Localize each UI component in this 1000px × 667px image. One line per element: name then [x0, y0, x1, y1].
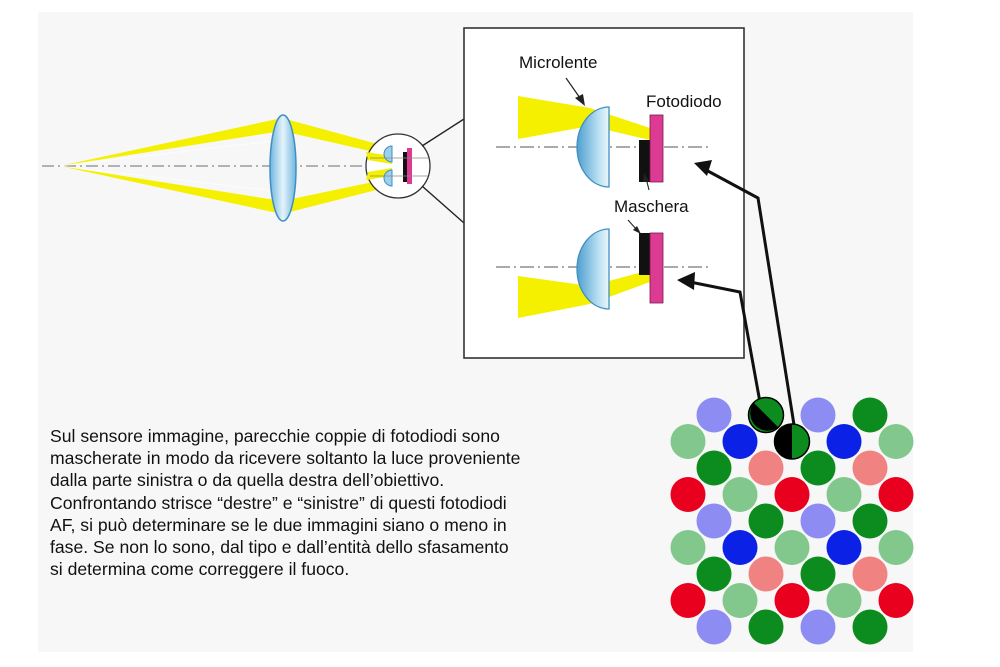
connector-lower — [421, 185, 465, 224]
sensor-pixel-pink — [748, 556, 784, 592]
light-beam-lower-converging — [282, 178, 392, 214]
sensor-pixel-green — [852, 397, 888, 433]
microlens-label: Microlente — [519, 53, 598, 72]
description-line: fase. Se non lo sono, dal tipo e dall’en… — [50, 537, 509, 558]
sensor-pixel-red — [774, 583, 810, 618]
optical-system — [42, 114, 465, 224]
sensor-pixel-green — [696, 556, 732, 592]
description-line: mascherate in modo da ricevere soltanto … — [50, 448, 521, 469]
sensor-pixel-blue — [722, 530, 758, 565]
light-beam-upper — [60, 118, 282, 166]
sensor-grid — [670, 396, 914, 645]
sensor-pixel-light-blue — [800, 609, 836, 645]
sensor-pixel-green — [696, 450, 732, 486]
microlens-lower — [576, 228, 610, 310]
sensor-pixel-green — [800, 556, 836, 592]
sensor-pixel-light-blue — [696, 397, 732, 433]
sensor-pixel-light-green — [722, 477, 758, 512]
detail-circle — [365, 133, 431, 199]
sensor-pixel-light-green — [722, 583, 758, 618]
sensor-pixel-green — [852, 609, 888, 645]
sensor-pixel-light-green — [826, 477, 862, 512]
af-pixel-mask — [750, 402, 779, 431]
photodiode-lower — [649, 232, 664, 304]
sensor-pixel-pink — [852, 450, 888, 486]
sensor-pixel-light-green — [826, 583, 862, 618]
sensor-pixel-light-green — [878, 424, 914, 459]
af-pixel-outline — [773, 423, 811, 460]
af-pixel-mask — [774, 424, 792, 459]
inset-detail — [463, 27, 745, 359]
mini-photodiode — [407, 148, 412, 184]
sensor-pixel-light-blue — [696, 609, 732, 645]
arrow-af-upper-to-lower — [689, 280, 767, 431]
af-pixel-outline — [747, 396, 785, 434]
description-line: AF, si può determinare se le due immagin… — [50, 514, 507, 535]
photodiode-label: Fotodiodo — [646, 92, 722, 111]
light-beam-lower — [60, 166, 282, 214]
af-pixel-top — [747, 396, 785, 434]
sensor-pixel-light-blue — [696, 503, 732, 539]
mask-lower — [639, 233, 650, 275]
description-line: si determina come correggere il fuoco. — [50, 559, 350, 580]
description-line: dalla parte sinistra o da quella destra … — [50, 470, 445, 491]
af-pixel-bottom — [773, 423, 811, 460]
sensor-pixel-green — [748, 609, 784, 645]
af-arrows — [677, 160, 800, 451]
connector-upper — [421, 118, 465, 147]
mask-label: Maschera — [614, 197, 689, 216]
sensor-pixel-red — [670, 477, 706, 512]
objective-lens — [269, 114, 297, 222]
mask-upper — [639, 140, 650, 182]
sensor-pixel-red — [670, 583, 706, 618]
sensor-pixel-light-blue — [800, 503, 836, 539]
sensor-pixel-green — [852, 503, 888, 539]
sensor-pixel-light-blue — [800, 397, 836, 433]
sensor-pixel-pink — [748, 450, 784, 486]
microlens-upper — [576, 106, 610, 188]
arrow-af-lower-to-upper — [705, 168, 800, 451]
sensor-pixel-blue — [722, 424, 758, 459]
sensor-pixel-blue — [826, 530, 862, 565]
description-line: Sul sensore immagine, parecchie coppie d… — [50, 426, 500, 446]
sensor-pixel-green — [748, 503, 784, 539]
sensor-pixel-red — [774, 477, 810, 512]
mini-mask — [403, 152, 407, 182]
sensor-pixel-light-green — [774, 530, 810, 565]
sensor-pixel-light-green — [670, 530, 706, 565]
sensor-pixel-pink — [852, 556, 888, 592]
sensor-pixel-light-green — [878, 530, 914, 565]
sensor-pixel-blue — [826, 424, 862, 459]
sensor-pixel-light-green — [670, 424, 706, 459]
sensor-pixel-green — [800, 450, 836, 486]
light-beam-upper-converging — [282, 118, 392, 156]
description-text: Sul sensore immagine, parecchie coppie d… — [50, 425, 650, 580]
beam-upper-pixel — [518, 96, 650, 140]
sensor-pixel-red — [878, 477, 914, 512]
sensor-pixel-red — [878, 583, 914, 618]
photodiode-upper — [649, 114, 664, 183]
mini-microlens-lower — [383, 169, 393, 187]
description-line: Confrontando strisce “destre” e “sinistr… — [50, 492, 507, 513]
